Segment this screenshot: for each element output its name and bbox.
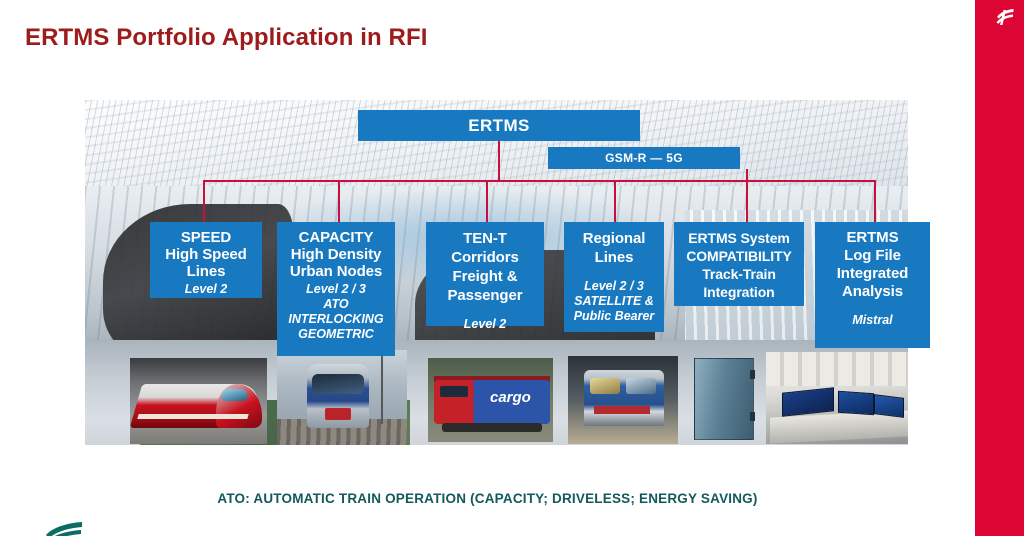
node-ertms-log-file[interactable]: ERTMS Log File Integrated Analysis Mistr… xyxy=(815,222,930,348)
connector-bus xyxy=(203,180,876,182)
photo-train-front-band xyxy=(594,406,650,414)
photo-cabinet-hinge-top xyxy=(750,370,755,379)
fs-logo-icon xyxy=(42,519,86,536)
node-regional-title: Regional Lines xyxy=(582,230,646,266)
connector-drop-speed xyxy=(203,180,205,223)
node-tent-title: TEN-T Corridors Freight & Passenger xyxy=(447,230,523,304)
brand-side-band xyxy=(975,0,1024,536)
connector-drop-logfile xyxy=(874,180,876,223)
photo-control-room-monitors xyxy=(766,352,908,444)
node-log-file-detail: Mistral xyxy=(852,313,893,327)
connector-drop-tent xyxy=(486,180,488,223)
node-capacity[interactable]: CAPACITY High Density Urban Nodes Level … xyxy=(277,222,395,356)
photo-monitor-2 xyxy=(838,390,874,416)
photo-rack-wall xyxy=(766,352,908,386)
photo-train-windshield xyxy=(312,374,364,394)
connector-drop-capacity xyxy=(338,180,340,223)
photo-train-window-right xyxy=(626,378,656,394)
node-capacity-detail: Level 2 / 3 ATO INTERLOCKING GEOMETRIC xyxy=(288,282,384,341)
photo-cargo-locomotive: cargo xyxy=(428,358,553,442)
node-capacity-title: CAPACITY High Density Urban Nodes xyxy=(289,229,383,280)
node-regional-lines[interactable]: Regional Lines Level 2 / 3 SATELLITE & P… xyxy=(564,222,664,332)
photo-train-window-left xyxy=(590,378,620,394)
photo-cabinet-door xyxy=(694,358,754,440)
photo-high-speed-train xyxy=(130,358,267,444)
node-speed-title: SPEED High Speed Lines xyxy=(165,229,247,280)
photo-loco-bogie xyxy=(442,423,542,432)
photo-catenary-pole xyxy=(381,354,383,424)
node-ertms-root[interactable]: ERTMS xyxy=(358,110,640,141)
footer-caption: ATO: AUTOMATIC TRAIN OPERATION (CAPACITY… xyxy=(217,491,758,506)
connector-root-stem xyxy=(498,141,500,181)
node-compatibility-title: ERTMS System COMPATIBILITY Track-Train I… xyxy=(686,230,792,300)
photo-monitor-3 xyxy=(874,394,904,418)
connector-drop-regional xyxy=(614,180,616,223)
photo-loco-roof xyxy=(434,376,550,382)
photo-train-window xyxy=(220,389,250,401)
photo-loco-window xyxy=(440,386,468,397)
page-title: ERTMS Portfolio Application in RFI xyxy=(25,24,428,51)
photo-regional-emu-train xyxy=(277,350,407,445)
node-tent-detail: Level 2 xyxy=(463,317,507,331)
node-speed-detail: Level 2 xyxy=(184,282,228,296)
connector-drop-compatibility xyxy=(746,169,748,223)
photo-train-coupler xyxy=(325,408,351,420)
photo-trackside-equipment-cabinet xyxy=(684,352,768,444)
node-gsmr-5g[interactable]: GSM-R — 5G xyxy=(548,147,740,169)
fs-logo-icon xyxy=(994,6,1016,28)
photo-blue-regional-train xyxy=(568,356,678,444)
node-log-file-title: ERTMS Log File Integrated Analysis xyxy=(836,229,909,300)
photo-loco-livery-text: cargo xyxy=(490,389,531,406)
node-tent-corridors[interactable]: TEN-T Corridors Freight & Passenger Leve… xyxy=(426,222,544,331)
node-ertms-compatibility[interactable]: ERTMS System COMPATIBILITY Track-Train I… xyxy=(674,222,804,306)
node-speed[interactable]: SPEED High Speed Lines Level 2 xyxy=(150,222,262,298)
photo-cabinet-hinge-bottom xyxy=(750,412,755,421)
node-regional-detail: Level 2 / 3 SATELLITE & Public Bearer xyxy=(573,279,655,323)
photo-train-stripe xyxy=(137,414,249,419)
